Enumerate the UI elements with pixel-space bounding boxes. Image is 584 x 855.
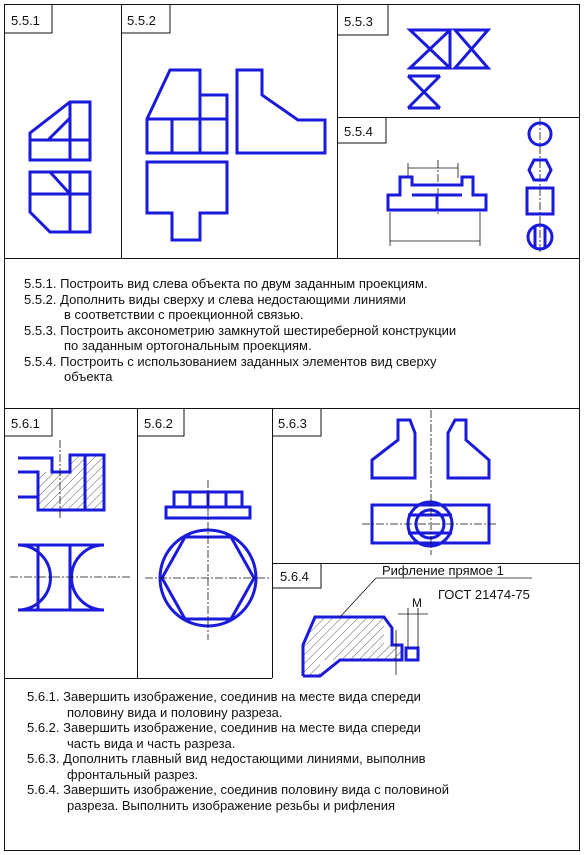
tasks-5-6: 5.6.1. Завершить изображение, соединив н… xyxy=(27,689,449,813)
figure-5-6-3 xyxy=(362,410,498,555)
figure-5-5-4 xyxy=(386,118,555,252)
task-5-6-3: 5.6.3. Дополнить главный вид недостающим… xyxy=(27,751,449,782)
task-5-5-3-cont: по заданным ортогональным проекциям. xyxy=(64,338,312,353)
task-5-6-2-cont: часть вида и часть разреза. xyxy=(67,735,236,751)
figure-5-5-1 xyxy=(28,100,92,234)
figure-5-6-4 xyxy=(301,577,532,678)
task-5-5-1-text: 5.5.1. Построить вид слева объекта по дв… xyxy=(24,276,428,291)
task-5-6-4-cont: разреза. Выполнить изображение резьбы и … xyxy=(67,797,396,813)
figure-5-6-1 xyxy=(10,440,132,612)
task-5-5-4: 5.5.4. Построить с использованием заданн… xyxy=(24,354,456,385)
sheet-frame xyxy=(4,4,580,851)
task-5-5-1: 5.5.1. Построить вид слева объекта по дв… xyxy=(24,276,456,292)
task-5-5-2-text: 5.5.2. Дополнить виды сверху и слева нед… xyxy=(24,291,406,307)
task-5-5-2-cont: в соответствии с проекционной связью. xyxy=(64,307,304,322)
task-5-5-3: 5.5.3. Построить аксонометрию замкнутой … xyxy=(24,323,456,354)
panel-label-5-6-1: 5.6.1 xyxy=(11,416,40,431)
task-5-6-1-text: 5.6.1. Завершить изображение, соединив н… xyxy=(27,689,421,704)
task-5-6-3-text: 5.6.3. Дополнить главный вид недостающим… xyxy=(27,751,426,766)
thread-m-label: М xyxy=(412,596,422,610)
figure-5-5-2 xyxy=(145,68,327,242)
panel-label-5-6-4: 5.6.4 xyxy=(280,569,309,584)
task-5-5-4-text: 5.5.4. Построить с использованием заданн… xyxy=(24,353,437,369)
tasks-5-5: 5.5.1. Построить вид слева объекта по дв… xyxy=(24,276,456,385)
panel-label-5-5-3: 5.5.3 xyxy=(344,14,373,29)
task-5-6-3-cont: фронтальный разрез. xyxy=(67,766,199,782)
gost-note: ГОСТ 21474-75 xyxy=(438,587,530,602)
panel-label-5-5-2: 5.5.2 xyxy=(127,13,156,28)
panel-label-5-6-2: 5.6.2 xyxy=(144,416,173,431)
task-5-6-1: 5.6.1. Завершить изображение, соединив н… xyxy=(27,689,449,720)
task-5-5-3-text: 5.5.3. Построить аксонометрию замкнутой … xyxy=(24,322,457,338)
panel-label-5-5-4: 5.5.4 xyxy=(344,124,373,139)
task-5-6-1-cont: половину вида и половину разреза. xyxy=(67,704,283,720)
panel-label-5-5-1: 5.5.1 xyxy=(11,13,40,28)
panel-label-5-6-3: 5.6.3 xyxy=(278,416,307,431)
task-5-6-4-text: 5.6.4. Завершить изображение, соединив п… xyxy=(27,782,450,797)
knurl-note: Рифление прямое 1 xyxy=(382,563,504,578)
figure-5-5-3 xyxy=(406,28,492,110)
task-5-5-2: 5.5.2. Дополнить виды сверху и слева нед… xyxy=(24,292,456,323)
task-5-6-2-text: 5.6.2. Завершить изображение, соединив н… xyxy=(27,720,421,735)
task-5-6-2: 5.6.2. Завершить изображение, соединив н… xyxy=(27,720,449,751)
task-5-5-4-cont: объекта xyxy=(64,369,113,384)
task-5-6-4: 5.6.4. Завершить изображение, соединив п… xyxy=(27,782,449,813)
figure-5-6-2 xyxy=(145,480,270,640)
